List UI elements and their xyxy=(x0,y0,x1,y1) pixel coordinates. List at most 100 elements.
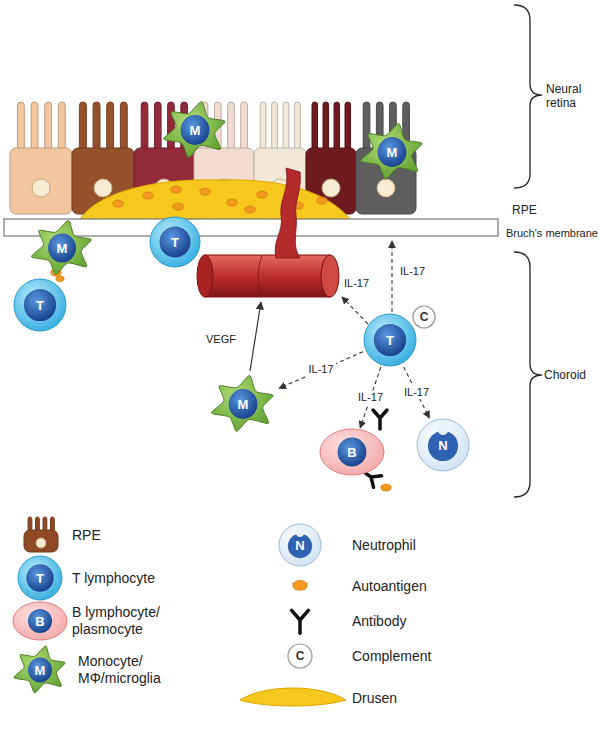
cell-outline xyxy=(413,306,435,328)
microvillus xyxy=(168,102,175,154)
cell-body xyxy=(24,530,58,552)
legend-text: Antibody xyxy=(352,613,406,630)
layer-label: Bruch's membrane xyxy=(506,227,598,240)
autoantigen xyxy=(317,197,327,204)
monocyte-cell: M xyxy=(207,373,279,435)
rpe-cell xyxy=(24,517,58,552)
cell-nucleus xyxy=(338,438,367,467)
cell-letter: M xyxy=(57,242,68,255)
neovessel-sprout xyxy=(275,168,300,258)
microvillus xyxy=(17,102,24,154)
microvillus xyxy=(93,102,100,154)
antibody xyxy=(292,610,309,633)
cell-letter: T xyxy=(386,334,394,347)
legend-text: Complement xyxy=(352,648,431,665)
cell-outline xyxy=(279,524,321,566)
cell-outline xyxy=(164,101,225,157)
microvillus xyxy=(345,102,351,154)
cell-letter: M xyxy=(190,124,201,137)
autoantigen xyxy=(381,484,391,491)
cell-nucleus xyxy=(24,289,56,321)
vessel-end xyxy=(321,255,339,297)
autoantigen xyxy=(113,200,123,207)
microvillus xyxy=(363,102,370,154)
cell-letter: N xyxy=(438,439,447,452)
legend-text: Drusen xyxy=(352,690,397,707)
cell-outline xyxy=(364,314,416,366)
cytokine-label: IL-17 xyxy=(402,386,431,399)
legend-text: RPE xyxy=(72,527,101,544)
b-cell: B xyxy=(12,601,68,641)
autoantigen xyxy=(171,186,181,193)
cell-outline xyxy=(150,217,200,267)
cell-nucleus xyxy=(229,389,258,419)
cell-nucleus xyxy=(428,431,458,461)
vegf-arrow xyxy=(250,302,261,371)
complement-circle: C xyxy=(412,305,436,329)
monocyte-cell: M xyxy=(159,99,231,161)
cell-letter: M xyxy=(238,398,249,411)
cell-letter: C xyxy=(296,650,305,662)
cell-letter: M xyxy=(35,664,46,677)
microvillus xyxy=(79,102,86,154)
cell-outline xyxy=(417,419,469,471)
legend-text: Autoantigen xyxy=(352,578,427,595)
region-label: Neural retina xyxy=(546,82,598,111)
cell-letter: T xyxy=(36,572,44,585)
monocyte-cell: M xyxy=(27,218,97,278)
autoantigen xyxy=(257,191,267,198)
cell-letter: T xyxy=(36,299,44,312)
cell-outline xyxy=(14,279,66,331)
cell-letter: M xyxy=(387,146,398,159)
b-cell: B xyxy=(319,428,385,476)
t-cell: T xyxy=(17,555,63,601)
cell-outline xyxy=(14,646,65,693)
autoantigen xyxy=(245,206,255,213)
microvillus xyxy=(260,102,266,154)
layer-label: RPE xyxy=(512,203,537,217)
cell-outline xyxy=(31,220,91,274)
cytokine-label: VEGF xyxy=(204,333,238,346)
cytokine-label: IL-17 xyxy=(306,363,335,376)
rpe-cell xyxy=(10,102,72,214)
cytokine-label: IL-17 xyxy=(398,265,427,278)
autoantigen xyxy=(200,188,210,195)
cytokine-label: IL-17 xyxy=(356,391,385,404)
microvillus xyxy=(312,102,318,154)
cell-nucleus xyxy=(378,137,407,167)
bruchs-membrane xyxy=(4,219,498,236)
cell-letter: B xyxy=(35,615,44,628)
cell-letter: B xyxy=(347,446,356,459)
cell-nucleus xyxy=(36,538,46,548)
vessel-end xyxy=(197,255,213,297)
cell-outline xyxy=(361,123,422,179)
cell-outline xyxy=(320,429,384,475)
cell-outline xyxy=(288,644,312,668)
cell-outline xyxy=(18,556,62,600)
il17-arrow xyxy=(279,352,363,389)
monocyte-cell: M xyxy=(356,121,428,183)
microvillus xyxy=(45,102,52,154)
cytokine-label: IL-17 xyxy=(342,277,371,290)
legend-text: Monocyte/ MΦ/microglia xyxy=(78,653,186,687)
autoantigen xyxy=(143,192,153,199)
microvillus xyxy=(228,102,235,154)
monocyte-cell: M xyxy=(10,644,70,696)
neutrophil-cell: N xyxy=(277,523,323,567)
cell-nucleus xyxy=(28,609,52,633)
il17-arrow xyxy=(342,297,368,324)
cell-nucleus xyxy=(48,234,76,263)
cell-nucleus xyxy=(322,179,340,197)
microvillus xyxy=(120,102,127,154)
legend-text: Neutrophil xyxy=(352,537,416,554)
region-label: Choroid xyxy=(544,368,586,382)
cell-nucleus xyxy=(26,564,53,591)
cell-nucleus xyxy=(374,324,406,356)
cell-nucleus xyxy=(377,179,395,197)
cell-body xyxy=(10,148,72,214)
drusen-sample xyxy=(240,688,346,706)
cell-nucleus xyxy=(32,179,50,197)
microvillus xyxy=(241,102,248,154)
leader-line xyxy=(416,212,506,213)
